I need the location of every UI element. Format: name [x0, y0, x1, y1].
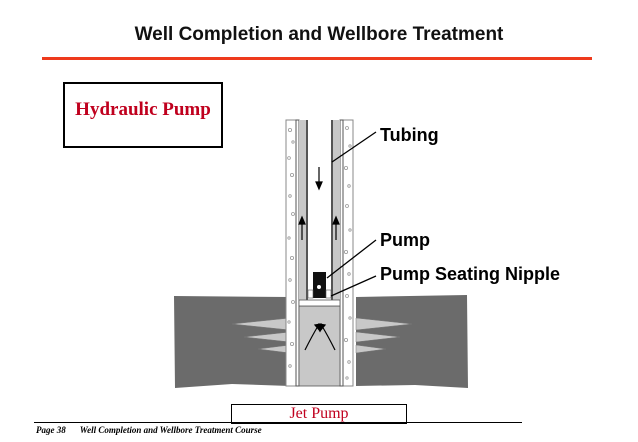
caption-box: Jet Pump	[231, 404, 407, 424]
pump-body	[313, 272, 326, 298]
cement-texture	[287, 126, 352, 380]
perforation-right-2	[355, 331, 401, 343]
pump-nozzle	[317, 285, 321, 289]
casing-left	[295, 119, 300, 387]
flow-arrows	[298, 167, 340, 351]
packer	[298, 299, 341, 307]
perforation-right-3	[355, 344, 387, 354]
leader-lines	[326, 131, 377, 297]
pump-label: Pump	[380, 230, 431, 250]
tubing-wall-left	[306, 120, 308, 304]
perforation-right-1	[355, 317, 413, 331]
seating-nipple-right	[325, 289, 332, 299]
tubing-bore	[308, 120, 331, 304]
wellbore-lower	[298, 305, 341, 387]
seating-nipple-left	[307, 289, 314, 299]
casing-right	[339, 119, 344, 387]
title-divider	[42, 57, 592, 60]
formation-left	[174, 296, 290, 388]
annulus-left	[299, 120, 306, 300]
title-box: Hydraulic Pump	[63, 82, 223, 148]
footer-divider	[34, 422, 522, 423]
slide-title: Well Completion and Wellbore Treatment	[134, 24, 504, 45]
tubing-wall-right	[331, 120, 333, 304]
course-name: Well Completion and Wellbore Treatment C…	[79, 425, 262, 435]
footer: Page 38 Well Completion and Wellbore Trea…	[36, 425, 262, 435]
annulus-right	[333, 120, 340, 300]
cement-left	[285, 119, 297, 387]
tubing-label: Tubing	[380, 125, 439, 145]
formation-right	[356, 295, 468, 388]
title-box-label: Hydraulic Pump	[75, 99, 211, 120]
page-number: Page 38	[36, 425, 66, 435]
seating-nipple-label: Pump Seating Nipple	[380, 264, 561, 284]
caption-label: Jet Pump	[289, 405, 349, 422]
